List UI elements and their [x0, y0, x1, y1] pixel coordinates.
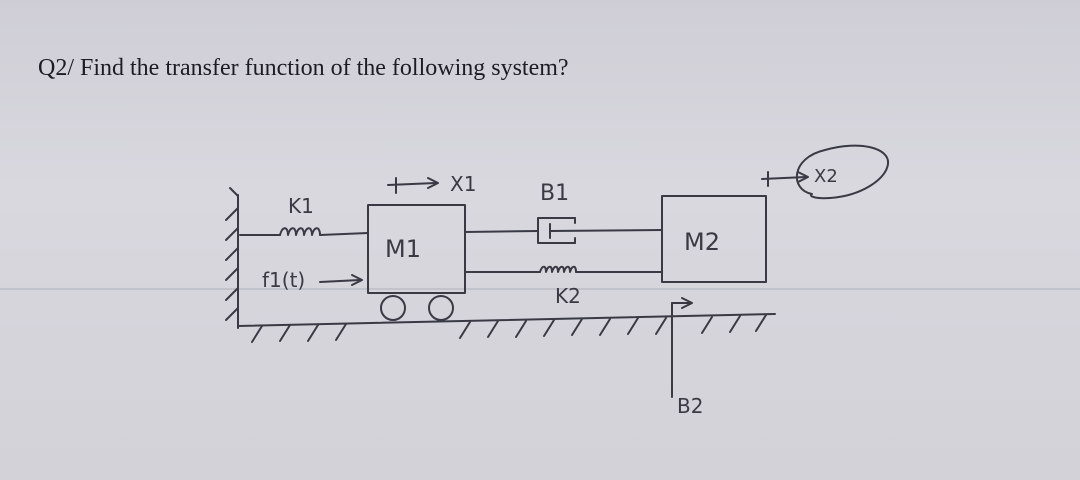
wheel-right	[428, 295, 454, 321]
label-m1: M1	[385, 235, 421, 263]
mass-m1	[367, 204, 466, 294]
force-arrow	[319, 274, 363, 286]
label-m2: M2	[684, 228, 720, 256]
mass-m2	[661, 195, 767, 283]
label-k2: K2	[555, 284, 581, 308]
wheel-left	[380, 295, 406, 321]
x1-arrow	[387, 177, 439, 194]
label-x1: X1	[450, 172, 476, 196]
damper-b2	[671, 297, 693, 398]
label-b1: B1	[540, 181, 569, 206]
label-x2: X2	[814, 166, 838, 187]
x2-circle	[795, 144, 890, 200]
ground	[237, 313, 776, 343]
left-wall	[225, 187, 239, 329]
x2-arrow	[761, 171, 809, 187]
label-b2: B2	[677, 394, 703, 418]
damper-b1	[464, 217, 663, 244]
spring-k2	[464, 265, 663, 273]
label-f1: f1(t)	[262, 268, 305, 292]
spring-k1	[239, 227, 369, 236]
paper-fold	[0, 288, 1080, 290]
question-text: Q2/ Find the transfer function of the fo…	[38, 55, 569, 81]
label-k1: K1	[288, 194, 314, 218]
